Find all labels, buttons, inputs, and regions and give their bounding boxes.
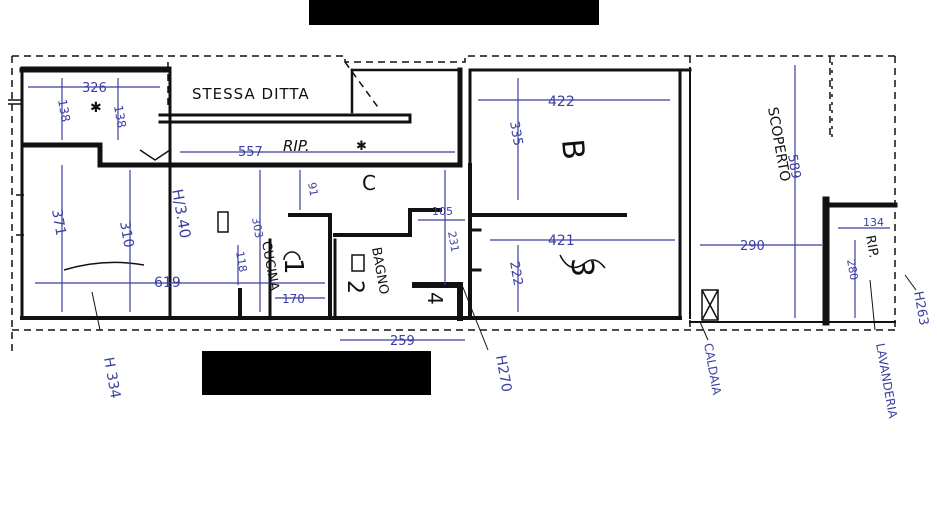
dim-589: 589: [784, 153, 803, 180]
dim-170: 170: [282, 292, 305, 306]
room-label-stessa-ditta: STESSA DITTA: [192, 85, 310, 103]
dim-619: 619: [154, 275, 181, 291]
dim-557: 557: [238, 145, 263, 160]
annotation-h263: H263: [910, 290, 931, 327]
annotation-caldaia: CALDAIA: [701, 342, 724, 397]
annotation-h270: H270: [492, 354, 514, 393]
room-number-3: 3: [564, 258, 599, 277]
dim-310: 310: [116, 220, 136, 249]
annotation-leaders: [91, 274, 917, 351]
dim-422: 422: [548, 94, 575, 110]
room-label-rip-top: RIP.: [283, 137, 310, 155]
dim-326: 326: [82, 81, 107, 96]
annotation-lavanderia: LAVANDERIA: [873, 342, 900, 420]
dim-421: 421: [548, 233, 575, 249]
window-marks: [8, 62, 833, 236]
annotation-h334: H 334: [100, 356, 123, 400]
dim-231: 231: [445, 230, 461, 253]
room-number-4: 4: [423, 292, 447, 305]
dim-259: 259: [390, 334, 415, 349]
room-number-1: 1: [278, 258, 308, 275]
dim-335: 335: [506, 120, 525, 147]
fixtures: [63, 149, 719, 321]
dim-222: 222: [506, 260, 525, 287]
height-label-340: H/3.40: [168, 188, 194, 240]
dim-105: 105: [432, 205, 453, 218]
dim-290: 290: [740, 239, 765, 254]
redaction-top: [309, 0, 599, 25]
dim-280: 280: [844, 258, 860, 281]
dimension-lines: [28, 65, 890, 341]
dim-91: 91: [305, 181, 320, 197]
room-letter-c: C: [362, 171, 376, 195]
boiler-box: [701, 289, 719, 321]
dim-118: 118: [233, 250, 249, 273]
room-label-bagno: BAGNO: [368, 246, 391, 296]
dim-303: 303: [249, 216, 265, 239]
room-letter-b: B: [554, 138, 591, 162]
property-boundary: [11, 55, 896, 352]
star-marker-left: ✱: [90, 100, 102, 116]
dim-138-left: 138: [55, 98, 73, 123]
room-number-2: 2: [342, 280, 367, 294]
walls: [19, 66, 898, 326]
star-marker-right: ✱: [356, 139, 367, 154]
dim-138-right: 138: [111, 104, 129, 129]
redaction-bottom: [202, 351, 431, 395]
dim-134: 134: [863, 216, 884, 229]
dim-371: 371: [48, 208, 68, 237]
room-label-rip-right: RIP.: [862, 234, 881, 259]
